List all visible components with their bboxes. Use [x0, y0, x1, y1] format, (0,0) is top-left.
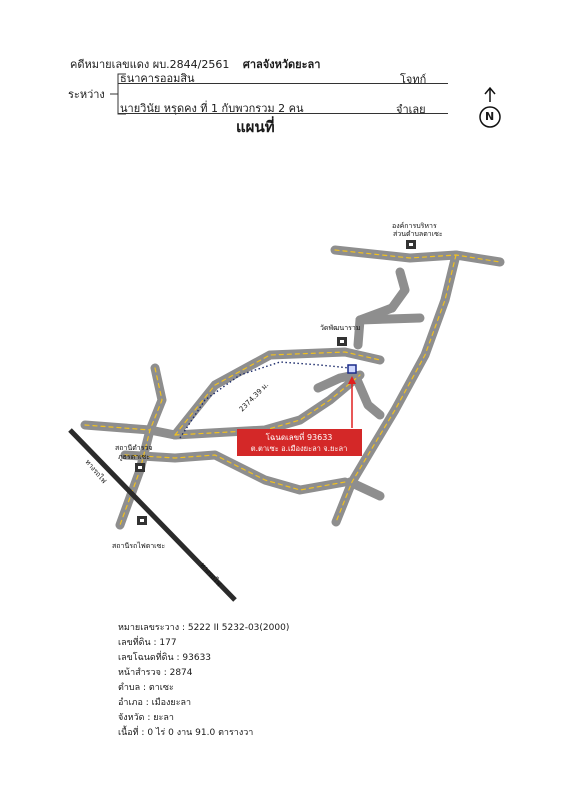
police-label-2: ภูธรตาเซะ — [118, 453, 150, 461]
info-area: เนื้อที่ : 0 ไร่ 0 งาน 91.0 ตารางวา — [118, 728, 254, 738]
arrowhead-icon — [348, 376, 356, 384]
plaintiff-underline — [118, 83, 448, 84]
police-label-1: สถานีตำรวจ — [115, 444, 153, 452]
info-deed-no: เลขโฉนดที่ดิน : 93633 — [118, 653, 212, 663]
org-label-1: องค์การบริหาร — [392, 222, 437, 230]
map-title: แผนที่ — [236, 118, 275, 136]
info-subdistrict: ตำบล : ตาเซะ — [118, 683, 174, 693]
info-province: จังหวัด : ยะลา — [118, 713, 174, 723]
plot-marker-icon — [347, 364, 357, 374]
case-number: คดีหมายเลขแดง ผบ.2844/2561 ศาลจังหวัดยะล… — [70, 58, 321, 71]
info-land-no: เลขที่ดิน : 177 — [118, 638, 177, 648]
railway-line — [68, 428, 237, 602]
railway-label-upper: ทางรถไฟ — [83, 458, 108, 486]
temple-label: วัดพัฒนาราม — [320, 324, 360, 332]
compass-letter: N — [485, 110, 495, 123]
deed-line-2: ต.ตาเซะ อ.เมืองยะลา จ.ยะลา — [251, 444, 348, 453]
police-icon — [135, 463, 145, 472]
road-network — [80, 245, 505, 530]
train-station-icon — [137, 516, 147, 525]
party-bracket — [110, 73, 126, 115]
plaintiff-name: ธนาคารออมสิน — [120, 72, 195, 85]
defendant-name: นายวินัย หรุดคง ที่ 1 กับพวกรวม 2 คน — [120, 102, 304, 115]
between-label: ระหว่าง — [68, 88, 105, 101]
info-district: อำเภอ : เมืองยะลา — [118, 698, 192, 708]
defendant-underline — [118, 113, 448, 114]
deed-line-1: โฉนดเลขที่ 93633 — [266, 431, 333, 442]
distance-label: 2374.39 ม. — [238, 381, 271, 414]
temple-icon — [337, 337, 347, 346]
org-label-2: ส่วนตำบลตาเซะ — [393, 230, 443, 238]
org-icon — [406, 240, 416, 249]
station-label: สถานีรถไฟตาเซะ — [112, 541, 165, 550]
info-map-sheet: หมายเลขระวาง : 5222 II 5232-03(2000) — [118, 623, 290, 633]
court-name: ศาลจังหวัดยะลา — [242, 58, 321, 71]
info-survey-page: หน้าสำรวจ : 2874 — [118, 668, 193, 678]
railway-label-lower: ทางรถไฟ — [198, 561, 223, 589]
north-arrow-icon: N — [478, 86, 502, 132]
plaintiff-role: โจทก์ — [400, 73, 427, 86]
deed-box — [237, 429, 362, 456]
defendant-role: จำเลย — [396, 103, 426, 116]
